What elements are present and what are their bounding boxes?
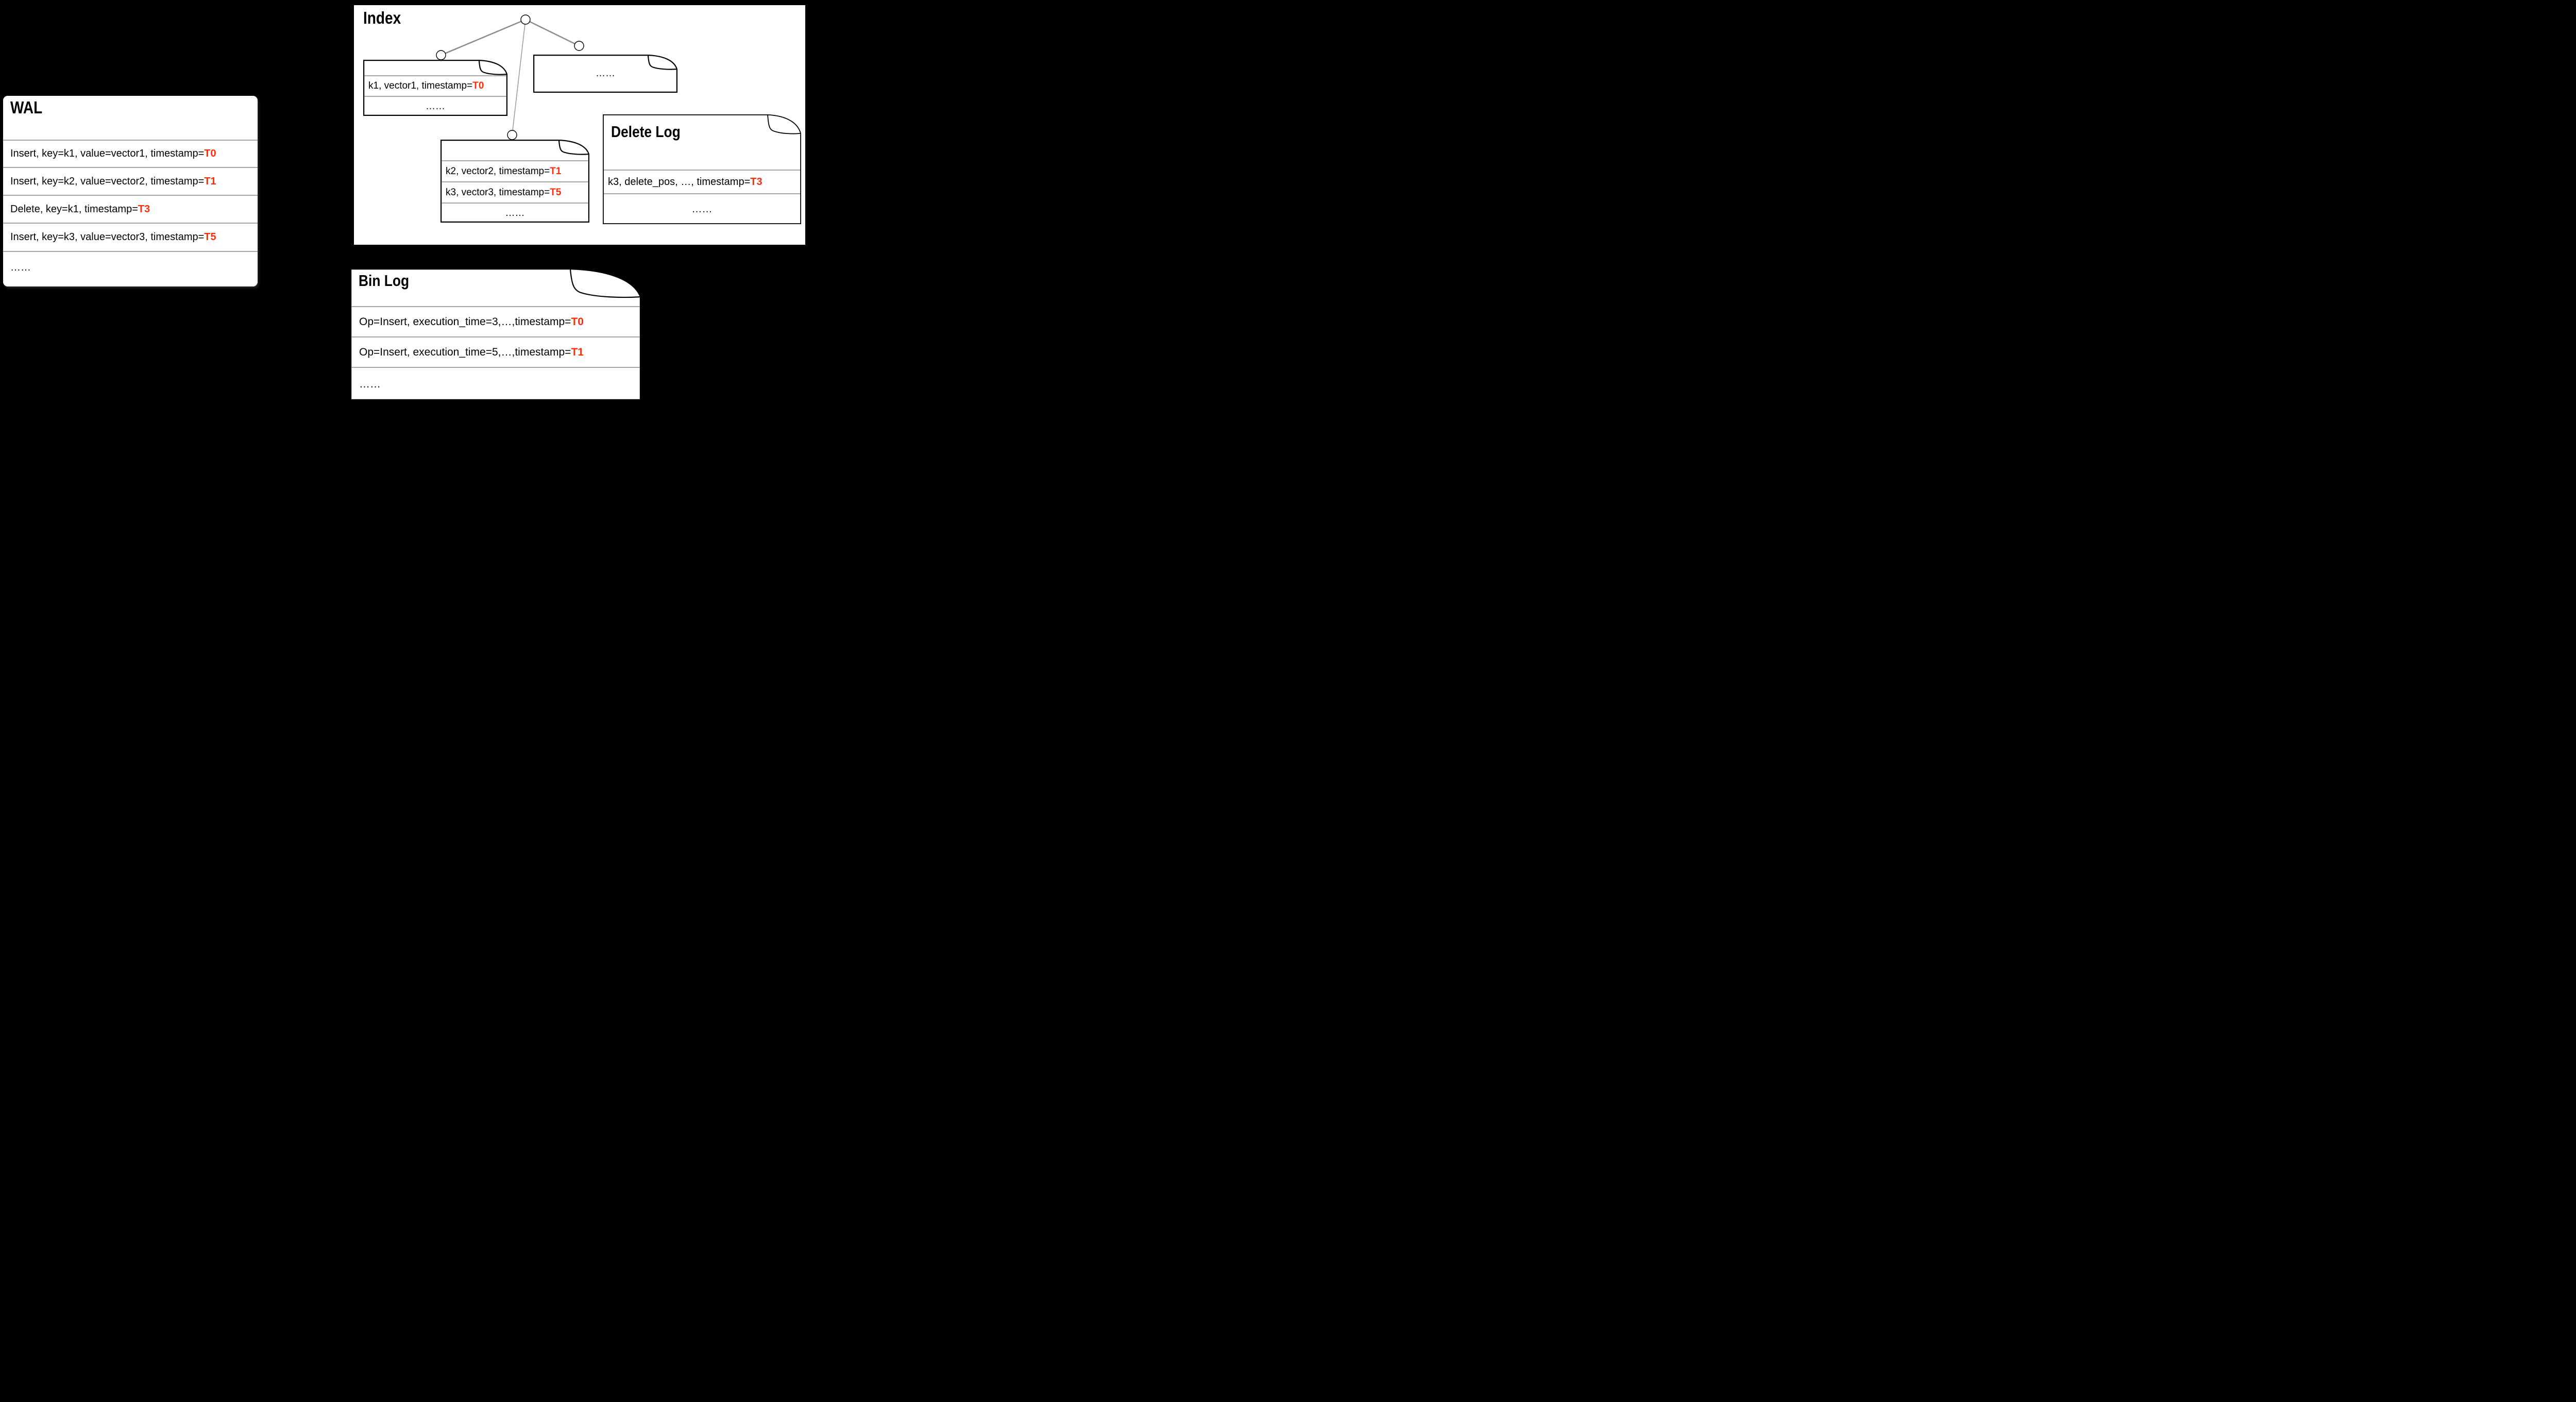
divider [351,336,640,337]
divider [3,167,258,168]
timestamp-value: T0 [571,315,584,328]
divider [364,96,506,97]
index-segment-box: …… [533,55,677,93]
bin-log-box: Bin Log Op=Insert, execution_time=3,…,ti… [350,268,641,400]
document-shape [363,60,507,116]
log-text: Insert, key=k2, value=vector2, timestamp… [10,175,205,187]
log-text: …… [10,261,31,273]
tree-edge [525,19,580,47]
divider [3,140,258,141]
entry-text: k3, delete_pos, …, timestamp= [608,176,751,188]
tree-node-circle [520,14,531,25]
wal-log-entry: Delete, key=k1, timestamp=T3 [3,196,258,223]
index-entry: …… [533,55,677,93]
entry-text: k3, vector3, timestamp= [446,187,550,198]
timestamp-value: T1 [571,346,584,358]
timestamp-value: T0 [472,80,484,91]
timestamp-value: T3 [750,176,762,188]
divider [442,160,588,161]
tree-node-circle [436,50,446,60]
document-shape [603,114,801,224]
wal-log-entry: Insert, key=k3, value=vector3, timestamp… [3,224,258,251]
entry-text: k1, vector1, timestamp= [368,80,473,91]
index-entry: k3, vector3, timestamp=T5 [440,182,589,202]
divider [442,181,588,182]
bin-log-entry: …… [350,368,641,400]
log-text: Insert, key=k1, value=vector1, timestamp… [10,148,205,159]
tree-edge [512,19,526,136]
timestamp-value: T5 [550,187,562,198]
document-shape [533,55,677,93]
entry-text: Op=Insert, execution_time=3,…,timestamp= [359,315,571,328]
divider [442,202,588,204]
entry-text: …… [359,378,381,390]
divider [604,170,800,171]
tree-edge [440,19,526,56]
delete-log-title: Delete Log [611,123,681,141]
delete-log-entry: k3, delete_pos, …, timestamp=T3 [603,171,801,193]
delete-log-box: Delete Log k3, delete_pos, …, timestamp=… [603,114,801,224]
architecture-diagram: WAL Insert, key=k1, value=vector1, times… [0,0,807,402]
wal-box: WAL Insert, key=k1, value=vector1, times… [3,96,258,286]
entry-text: k2, vector2, timestamp= [446,165,550,177]
timestamp-value: T0 [204,148,216,159]
index-entry: …… [440,204,589,223]
tree-node-circle [574,41,584,51]
wal-log-entry: Insert, key=k2, value=vector2, timestamp… [3,168,258,195]
wal-log-entry: Insert, key=k1, value=vector1, timestamp… [3,141,258,167]
bin-log-entry: Op=Insert, execution_time=3,…,timestamp=… [350,307,641,336]
timestamp-value: T3 [138,203,150,215]
divider [3,223,258,224]
index-segment-box: k1, vector1, timestamp=T0 …… [363,60,507,116]
log-text: Insert, key=k3, value=vector3, timestamp… [10,231,205,243]
entry-text: …… [426,100,445,112]
timestamp-value: T1 [204,175,216,187]
divider [351,306,640,307]
wal-title: WAL [10,98,43,117]
index-entry: k2, vector2, timestamp=T1 [440,161,589,181]
divider [3,251,258,252]
entry-text: …… [596,68,615,79]
entry-text: Op=Insert, execution_time=5,…,timestamp= [359,346,571,358]
entry-text: …… [691,203,713,215]
entry-text: …… [505,207,525,218]
index-segment-box: k2, vector2, timestamp=T1 k3, vector3, t… [440,140,589,223]
divider [604,193,800,194]
index-entry: …… [363,97,507,116]
divider [351,367,640,368]
tree-node-circle [507,130,517,140]
index-entry: k1, vector1, timestamp=T0 [363,76,507,96]
index-title: Index [363,8,401,27]
divider [364,75,506,76]
timestamp-value: T5 [204,231,216,243]
wal-log-entry: …… [3,252,258,283]
bin-log-title: Bin Log [359,272,410,290]
bin-log-entry: Op=Insert, execution_time=5,…,timestamp=… [350,337,641,367]
divider [3,195,258,196]
timestamp-value: T1 [550,165,562,177]
delete-log-entry: …… [603,194,801,224]
log-text: Delete, key=k1, timestamp= [10,203,138,215]
index-panel: Index k1, vector1, timestamp=T0 …… [353,4,806,246]
